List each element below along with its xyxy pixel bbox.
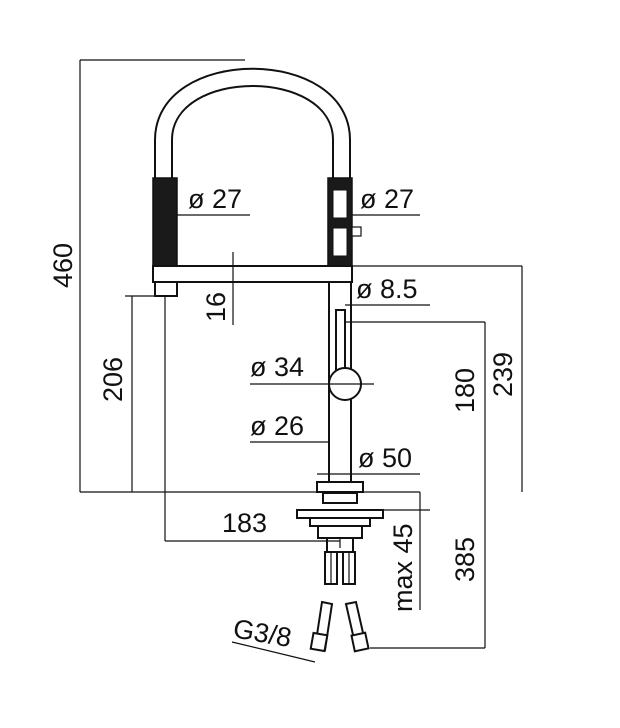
dim-max45: max 45	[388, 523, 418, 612]
dim-460: 460	[48, 243, 78, 288]
dim-180: 180	[450, 368, 480, 413]
dim-d26: ø 26	[250, 411, 304, 441]
dim-d50: ø 50	[358, 443, 412, 473]
dim-183: 183	[222, 508, 267, 538]
dim-g3-8: G3/8	[231, 613, 294, 653]
dim-206: 206	[98, 357, 128, 402]
dim-d27-left: ø 27	[188, 184, 242, 214]
dim-239: 239	[488, 352, 518, 397]
dim-d8-5: ø 8.5	[356, 274, 418, 304]
faucet-outline	[152, 67, 364, 493]
lever-handle	[335, 309, 346, 373]
dimension-lines	[79, 59, 523, 663]
dimension-labels: ø 27 ø 27 ø 8.5 ø 34 ø 26 ø 50 183 G3/8 …	[48, 184, 518, 653]
dim-d27-right: ø 27	[360, 184, 414, 214]
horizontal-arm	[152, 265, 353, 283]
dim-16: 16	[201, 292, 231, 322]
dim-d34: ø 34	[250, 352, 304, 382]
dim-385: 385	[450, 537, 480, 582]
base-flange	[316, 481, 364, 493]
flexible-hoses	[309, 600, 370, 653]
spray-nozzle	[154, 281, 178, 297]
spray-head-sleeve	[152, 177, 178, 267]
